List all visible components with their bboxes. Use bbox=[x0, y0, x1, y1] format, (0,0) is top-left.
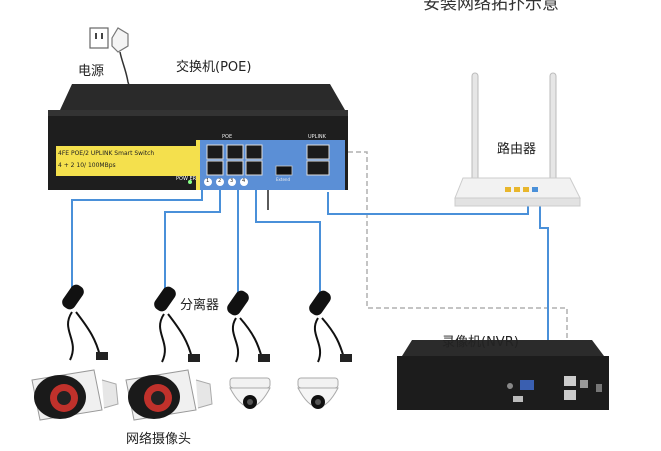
bullet-camera-icon bbox=[31, 369, 119, 421]
splitter-icon bbox=[154, 286, 200, 363]
dome-camera-icon bbox=[229, 377, 271, 409]
poe-cable-4 bbox=[255, 180, 321, 296]
bullet-camera-icon bbox=[125, 369, 213, 421]
nvr-label: 录像机(NVR) bbox=[442, 335, 519, 350]
router-icon bbox=[454, 72, 581, 207]
poe-tag: POE bbox=[222, 134, 233, 140]
page-title-partial: 安装网络拓扑示意 bbox=[423, 0, 559, 14]
nvr-icon bbox=[397, 340, 609, 410]
power-tag: POW ER bbox=[176, 176, 197, 182]
poe-cable-2 bbox=[164, 180, 221, 292]
extend-tag: Extend bbox=[276, 177, 290, 182]
poe-cable-1 bbox=[71, 180, 203, 290]
uplink-tag: UPLINK bbox=[308, 134, 326, 140]
splitter-label: 分离器 bbox=[180, 298, 220, 313]
splitter-icon bbox=[309, 290, 352, 363]
switch-label: 交换机(POE) bbox=[176, 60, 252, 75]
power-plug-icon bbox=[89, 27, 151, 101]
switch-model-line1: 4FE POE/2 UPLINK Smart Switch bbox=[58, 150, 155, 157]
port-number-3: 3 bbox=[230, 178, 234, 184]
switch-model-line2: 4 + 2 10/ 100MBps bbox=[58, 162, 116, 169]
port-number-1: 1 bbox=[206, 178, 210, 184]
splitter-icon bbox=[227, 290, 270, 363]
port-number-4: 4 bbox=[242, 178, 246, 184]
router-label: 路由器 bbox=[497, 142, 537, 157]
power-label: 电源 bbox=[78, 64, 105, 79]
splitter-icon bbox=[62, 284, 108, 361]
port-number-2: 2 bbox=[218, 178, 222, 184]
cameras-label: 网络摄像头 bbox=[126, 432, 192, 447]
dome-camera-icon bbox=[297, 377, 339, 409]
poe-switch-icon bbox=[48, 84, 348, 190]
